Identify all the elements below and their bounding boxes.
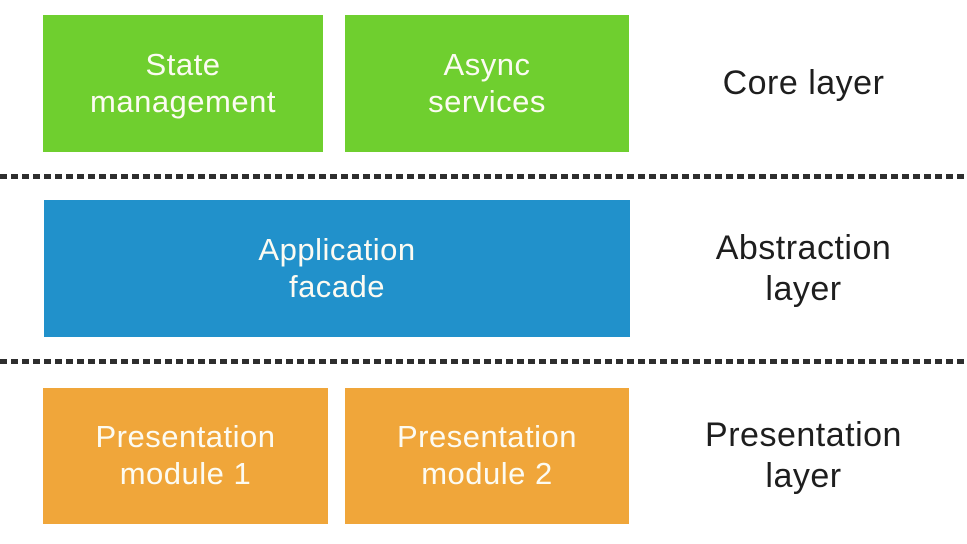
- state-management-box: State management: [43, 15, 323, 152]
- layer-separator-bottom: [0, 359, 967, 364]
- async-services-box-label: Async services: [428, 46, 546, 119]
- abstraction-layer-label: Abstraction layer: [640, 200, 967, 337]
- presentation-module-2-box-label: Presentation module 2: [396, 419, 578, 491]
- presentation-module-2-box: Presentation module 2: [345, 388, 629, 524]
- presentation-module-1-box-label: Presentation module 1: [95, 419, 276, 491]
- application-facade-box: Application facade: [44, 200, 630, 337]
- state-management-box-label: State management: [90, 46, 276, 119]
- presentation-module-1-box: Presentation module 1: [43, 388, 328, 524]
- async-services-box: Async services: [345, 15, 629, 152]
- presentation-layer-label: Presentation layer: [640, 388, 967, 524]
- core-layer-label: Core layer: [640, 15, 967, 152]
- layer-separator-top: [0, 174, 967, 179]
- application-facade-box-label: Application facade: [258, 231, 416, 304]
- presentation-layer-label-text: Presentation layer: [705, 416, 902, 495]
- abstraction-layer-label-text: Abstraction layer: [715, 228, 892, 308]
- core-layer-label-text: Core layer: [722, 64, 885, 103]
